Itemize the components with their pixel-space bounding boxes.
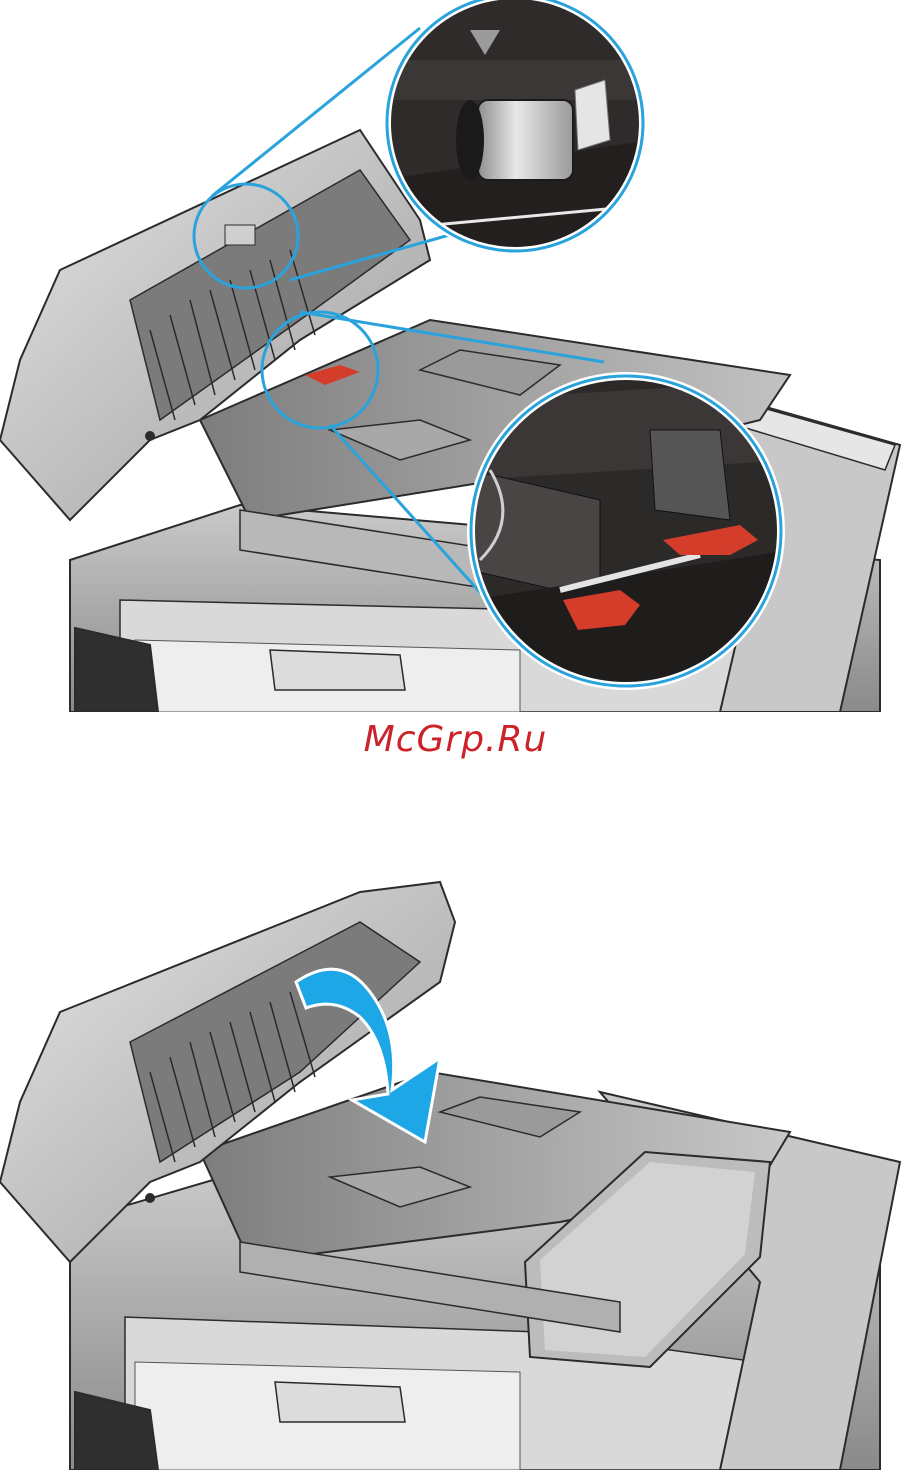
illustration-open-feeder-callouts bbox=[0, 0, 911, 712]
watermark-text: McGrp.Ru bbox=[0, 712, 911, 768]
printer-feeder-svg bbox=[0, 0, 911, 712]
printer-close-svg bbox=[0, 862, 911, 1470]
illustration-close-feeder bbox=[0, 862, 911, 1470]
